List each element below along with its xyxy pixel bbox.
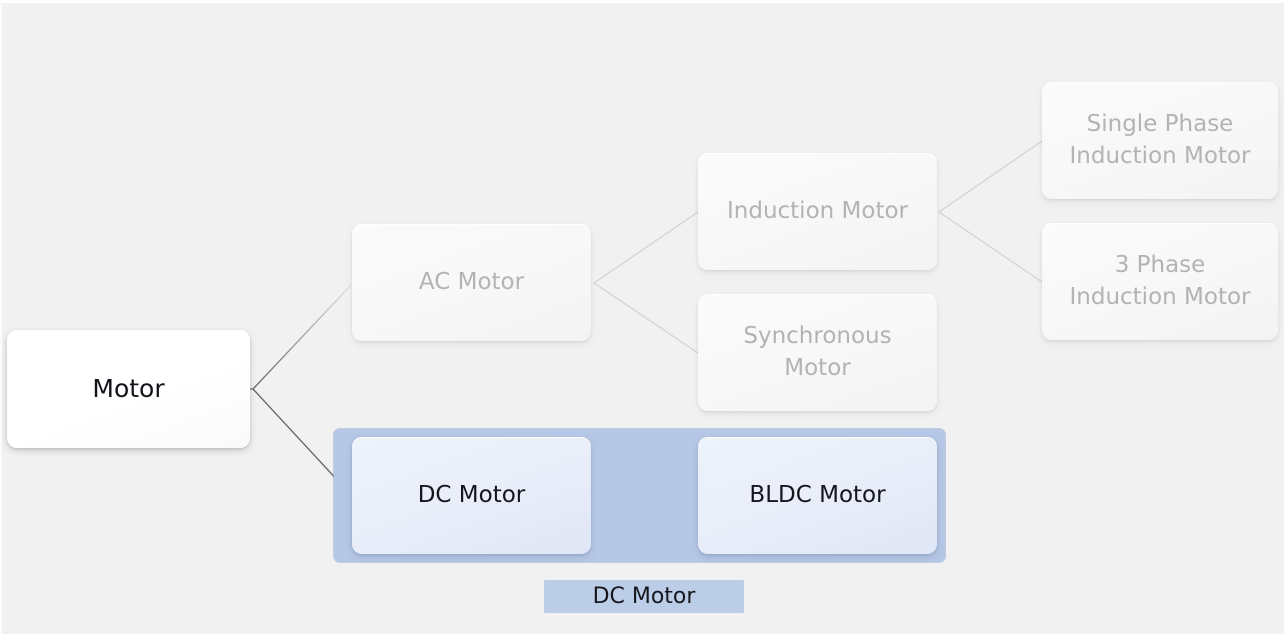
edge-induction-motor-to-single-phase [938,140,1043,213]
node-induction-motor-label: Induction Motor [726,197,908,224]
node-dc-motor[interactable]: DC Motor [352,437,591,554]
node-single-phase-induction-motor-label: Single Phase Induction Motor [1069,111,1251,169]
node-single-phase-induction-motor[interactable]: Single Phase Induction Motor [1042,82,1278,199]
node-induction-motor[interactable]: Induction Motor [698,153,937,270]
node-bldc-motor[interactable]: BLDC Motor [698,437,937,554]
edge-induction-motor-to-three-phase [938,211,1043,283]
edge-ac-motor-to-induction-motor [593,211,699,284]
node-dc-motor-label: DC Motor [417,481,526,508]
node-bldc-motor-label: BLDC Motor [749,481,886,508]
node-three-phase-induction-motor[interactable]: 3 Phase Induction Motor [1042,223,1278,340]
edge-ac-motor-to-synchronous-motor [593,282,699,354]
selection-tooltip: DC Motor [544,580,744,613]
node-synchronous-motor-label: Synchronous Motor [743,323,892,381]
node-motor[interactable]: Motor [7,330,250,448]
node-ac-motor-label: AC Motor [418,268,525,295]
selection-tooltip-label: DC Motor [592,584,696,609]
edge-motor-to-ac-motor [252,283,353,390]
node-synchronous-motor[interactable]: Synchronous Motor [698,294,937,411]
node-motor-label: Motor [92,374,165,404]
node-three-phase-induction-motor-label: 3 Phase Induction Motor [1069,252,1251,310]
node-ac-motor[interactable]: AC Motor [352,224,591,341]
